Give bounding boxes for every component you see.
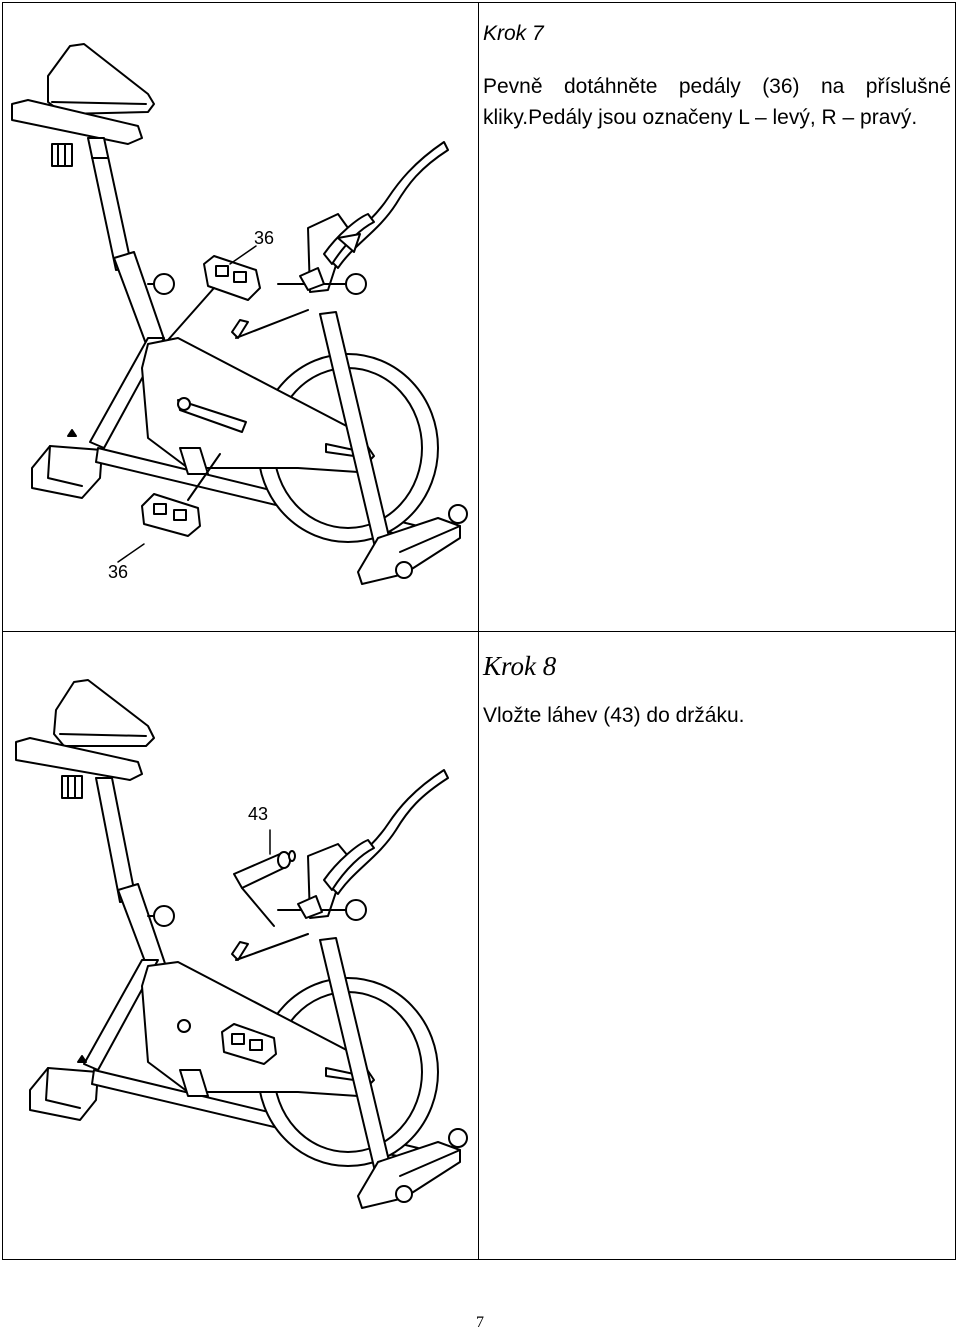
step7-text-block: Krok 7 Pevně dotáhněte pedály (36) na př… [483, 18, 951, 133]
seat-slider [11, 99, 143, 145]
step8-title: Krok 8 [483, 651, 557, 681]
page-number: 7 [476, 1314, 484, 1331]
handlebar [327, 141, 449, 269]
step8-bike-illustration: 43 [15, 679, 468, 1209]
step8-text-block: Krok 8 Vložte láhev (43) do držáku. [483, 651, 951, 728]
row-divider [2, 631, 956, 632]
rear-foot [31, 445, 103, 499]
step7-instructions: Pevně dotáhněte pedály (36) na příslušné… [483, 75, 951, 129]
callout-36-bottom: 36 [108, 562, 128, 582]
seat-slider [15, 737, 143, 781]
seat-icon [53, 679, 155, 747]
pedal-bottom-icon [141, 493, 201, 537]
handlebar [327, 769, 449, 895]
step7-bike-illustration: 36 36 [11, 43, 468, 585]
callout-43: 43 [248, 804, 268, 824]
step8-instructions: Vložte láhev (43) do držáku. [483, 704, 745, 727]
step7-title: Krok 7 [483, 22, 544, 45]
rear-foot [29, 1067, 99, 1121]
callout-36-top: 36 [254, 228, 274, 248]
column-divider [478, 2, 479, 1260]
